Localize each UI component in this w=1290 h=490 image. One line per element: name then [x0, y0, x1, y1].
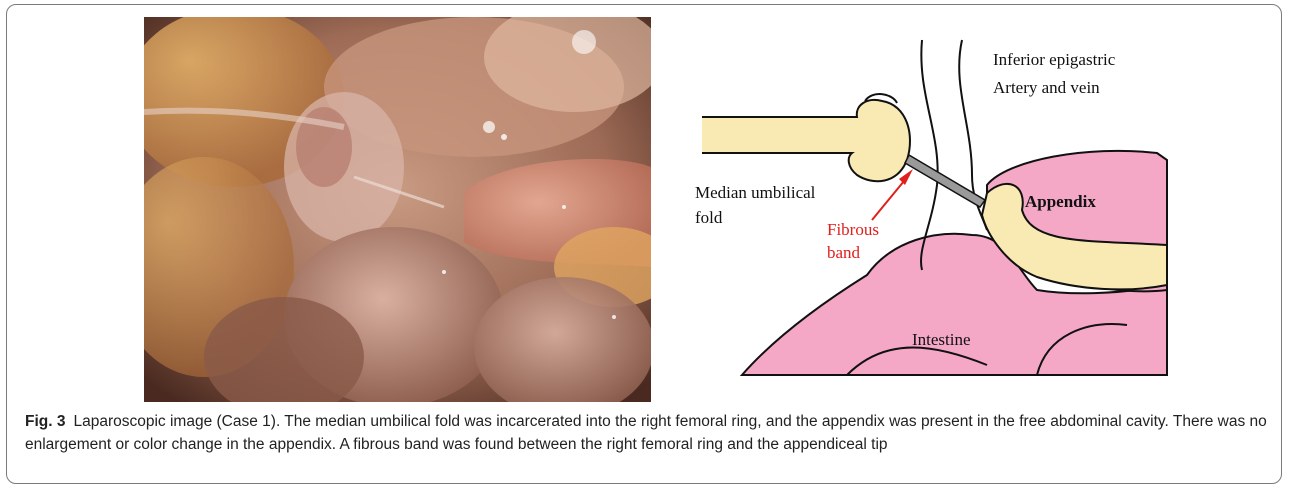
band-label-1: Fibrous	[827, 220, 879, 239]
median-umbilical-fold-shape	[702, 100, 910, 181]
band-label-2: band	[827, 243, 861, 262]
fold-label-2: fold	[695, 208, 723, 227]
intestine-label: Intestine	[912, 330, 971, 349]
fold-label-1: Median umbilical	[695, 183, 816, 202]
figure-label: Fig. 3	[25, 413, 65, 430]
vessel-label-2: Artery and vein	[993, 78, 1100, 97]
schematic-diagram: Inferior epigastric Artery and vein Medi…	[687, 35, 1187, 395]
vessel-label-1: Inferior epigastric	[993, 50, 1116, 69]
figure-frame: Inferior epigastric Artery and vein Medi…	[6, 4, 1282, 484]
laparoscopic-photo	[144, 17, 651, 402]
figure-caption-text: Laparoscopic image (Case 1). The median …	[25, 413, 1267, 453]
appendix-label: Appendix	[1025, 192, 1096, 211]
laparoscopic-photo-render	[144, 17, 651, 402]
